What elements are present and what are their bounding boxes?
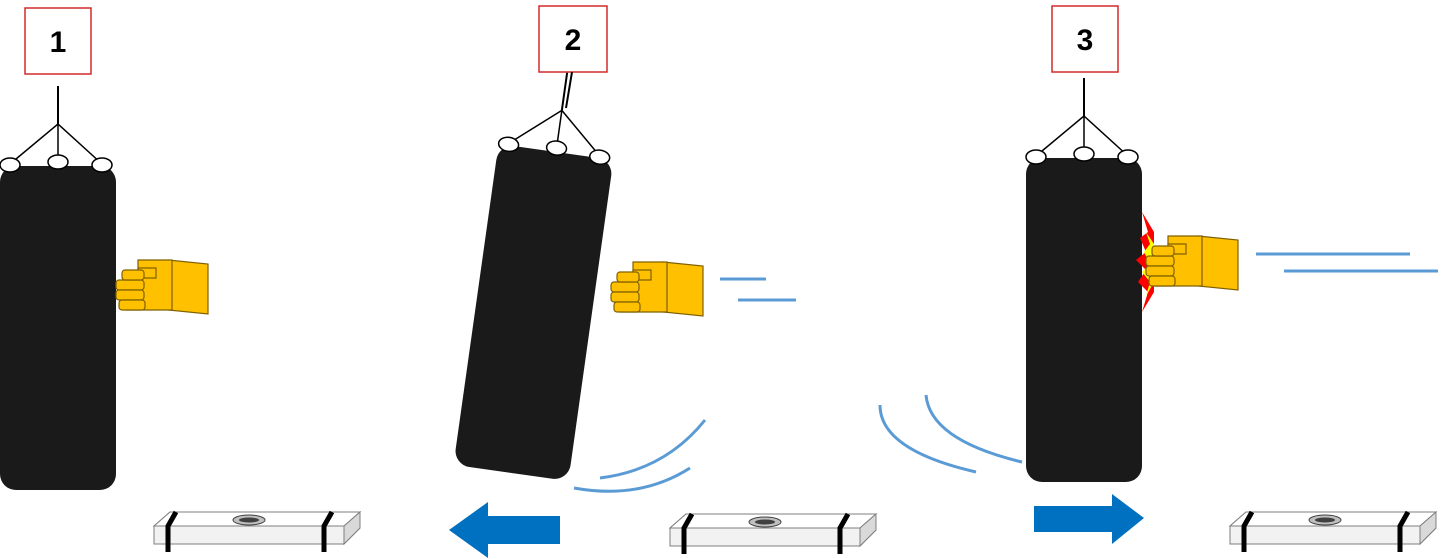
punching-bag-icon	[452, 63, 626, 482]
step-1-label-box	[24, 7, 92, 75]
punching-bag-icon	[0, 85, 117, 491]
step-2-label: 2	[565, 24, 582, 57]
sensor-plate-icon	[670, 514, 876, 554]
arrow-left-icon	[449, 502, 560, 558]
motion-lines	[878, 252, 1438, 474]
boxing-glove-icon	[1145, 235, 1239, 291]
motion-lines	[573, 277, 796, 493]
step-1: 1	[0, 7, 360, 552]
sensor-plate-icon	[1230, 512, 1436, 552]
step-2-label-box	[538, 5, 608, 73]
step-1-label: 1	[50, 26, 67, 59]
boxing-glove-icon	[115, 259, 209, 315]
sensor-plate-icon	[154, 512, 360, 552]
step-3-label: 3	[1077, 24, 1094, 57]
punching-bag-icon	[1025, 77, 1143, 483]
arrow-right-icon	[1034, 494, 1144, 544]
boxing-glove-icon	[610, 261, 704, 317]
step-3: 3	[878, 5, 1438, 552]
step-2: 2	[449, 5, 876, 558]
step-3-label-box	[1051, 5, 1119, 73]
